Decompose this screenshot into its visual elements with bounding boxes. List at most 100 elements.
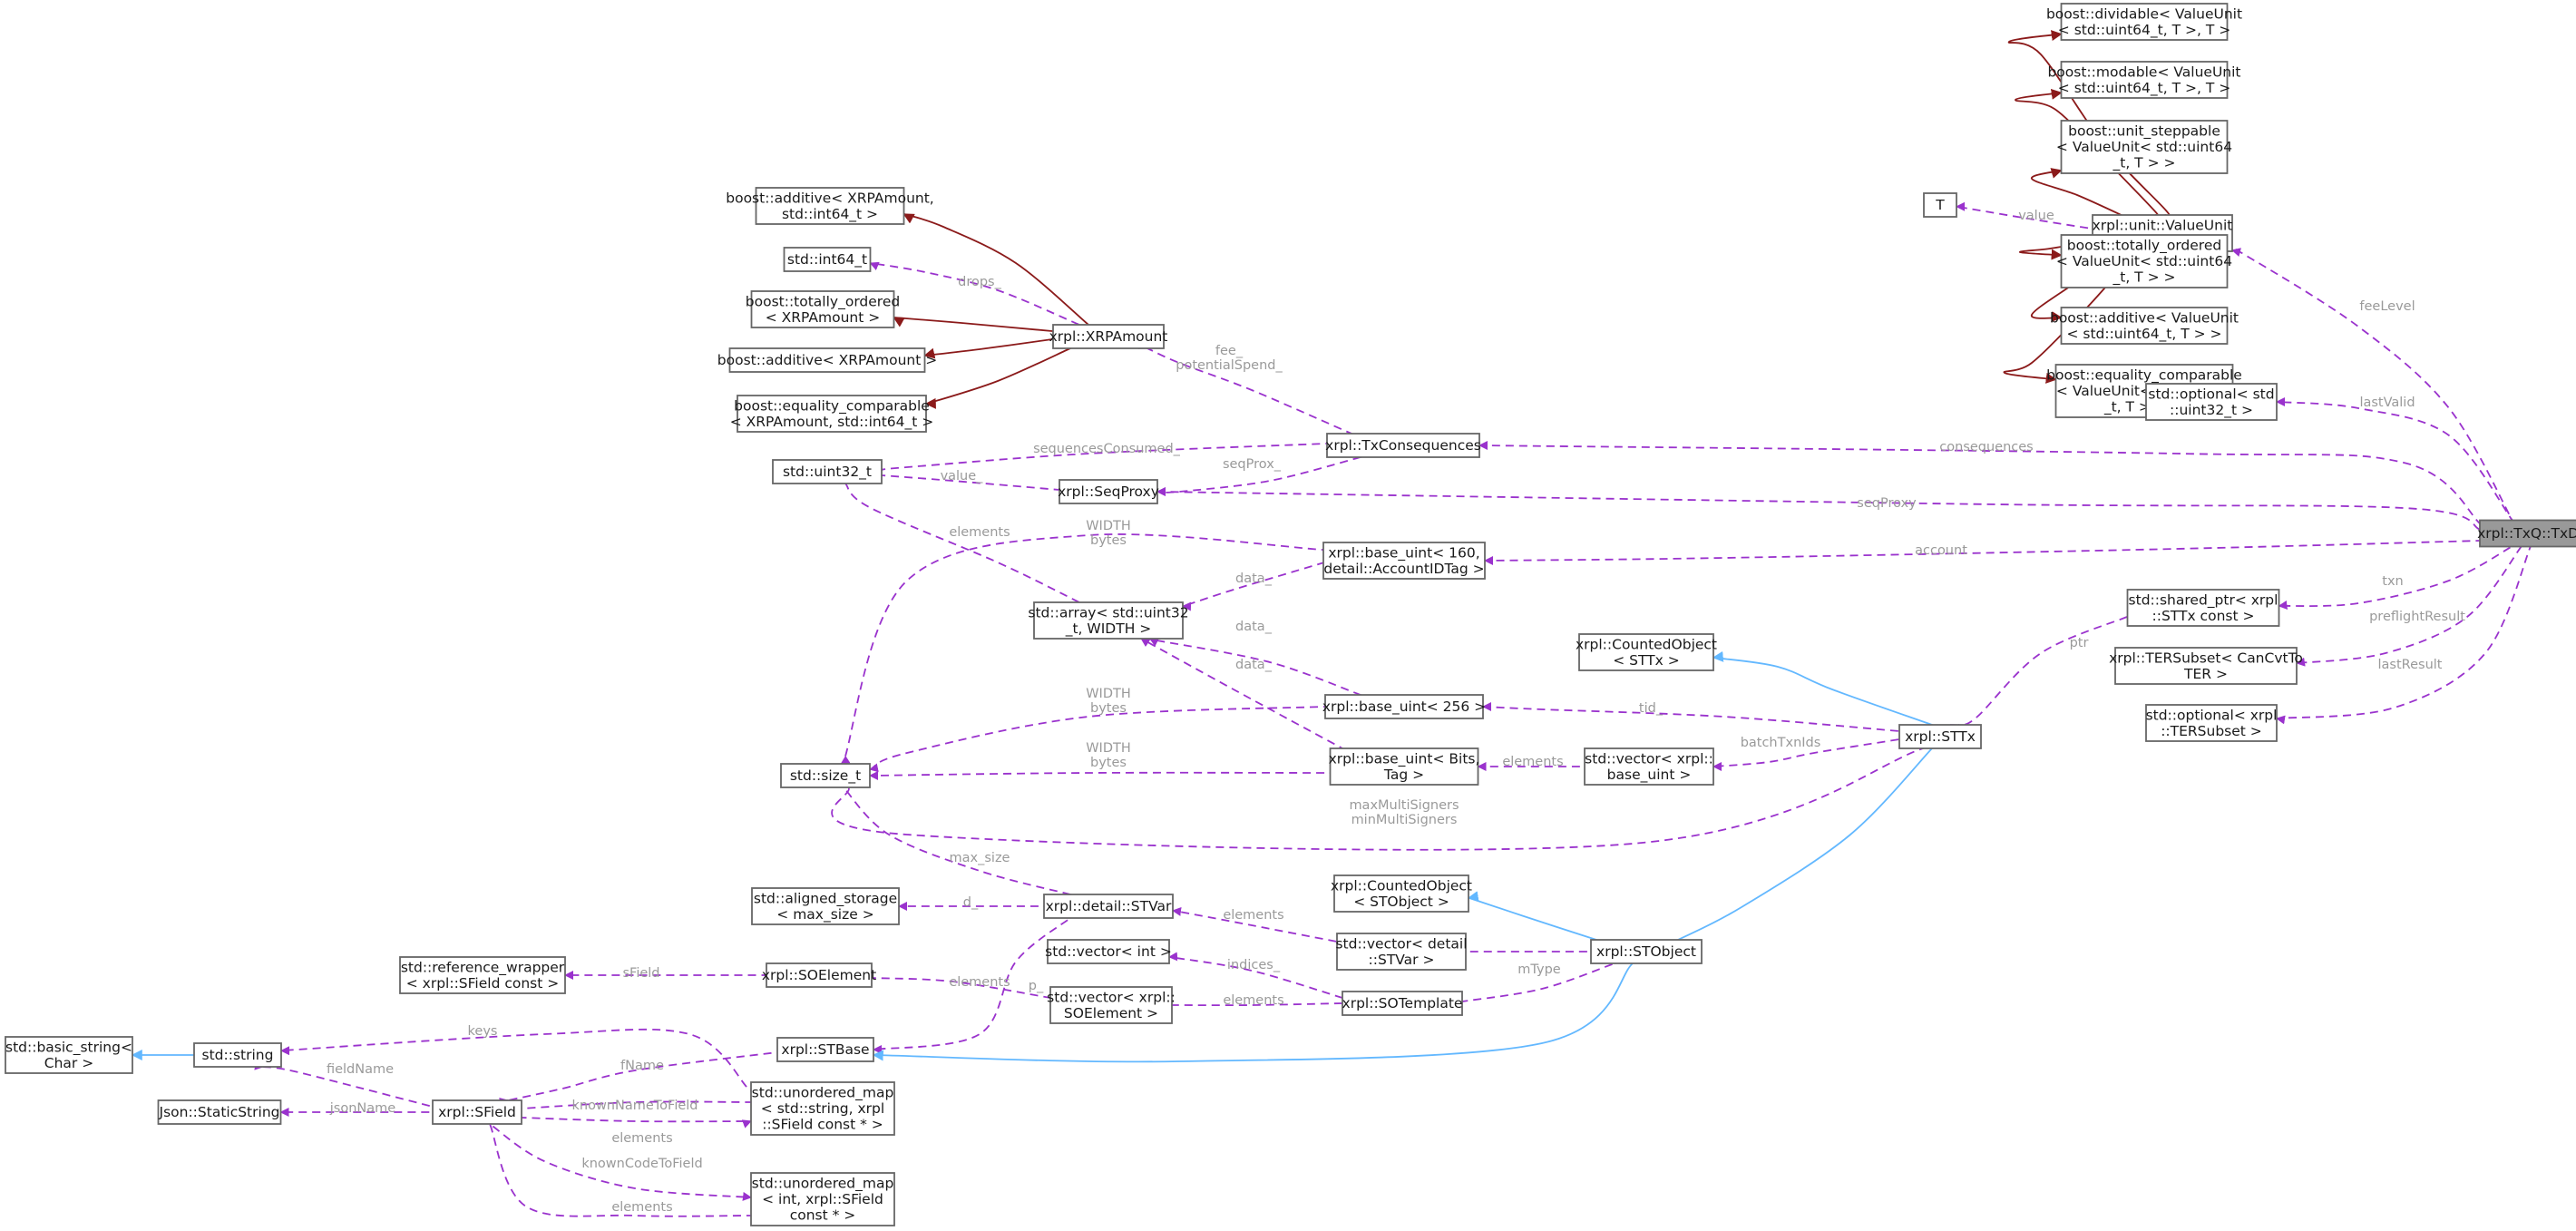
edge-base_uint_bits-to-size_t [854,771,1349,781]
edge-label: elements [1502,755,1563,769]
edge-label: knownNameToField [571,1099,698,1113]
class-node-label: xrpl::TxQ::TxDetails [2477,525,2576,542]
edge-label: fee_potentialSpend_ [1176,344,1283,373]
class-node-opt-ter[interactable]: std::optional< xrpl::TERSubset > [2145,704,2278,742]
class-node-label: xrpl::STTx [1905,728,1976,745]
edge-xrpamount-to-additive_xrp [900,212,1095,330]
class-node-label: std::int64_t [787,251,867,269]
edge-label: fieldName [327,1062,394,1077]
class-node-modable[interactable]: boost::modable< ValueUnit< std::uint64_t… [2047,61,2241,99]
class-node-vector-base-uint[interactable]: std::vector< xrpl::base_uint > [1584,747,1714,786]
class-node-additive-xrp2[interactable]: boost::additive< XRPAmount > [717,347,937,373]
class-node-stbase[interactable]: xrpl::STBase [776,1037,874,1062]
class-node-std-string[interactable]: std::string [193,1042,282,1068]
class-node-eq-comp-xrp[interactable]: boost::equality_comparable< XRPAmount, s… [730,395,934,433]
edge-stvar-to-size_t [834,778,1078,897]
class-node-label: std::string [202,1047,274,1063]
class-node-shared-ptr[interactable]: std::shared_ptr< xrpl::STTx const > [2126,589,2280,627]
class-node-txconsequences[interactable]: xrpl::TxConsequences [1325,433,1481,458]
class-node-label: std::unordered_map< std::string, xrpl::S… [752,1085,894,1133]
class-node-soelement[interactable]: xrpl::SOElement [762,962,876,988]
class-node-sfield[interactable]: xrpl::SField [432,1099,522,1125]
edge-sttx-to-counted_sttx [1708,650,1940,728]
class-node-stobject[interactable]: xrpl::STObject [1590,939,1703,964]
edge-label: sField [622,966,659,981]
class-node-unit-steppable[interactable]: boost::unit_steppable< ValueUnit< std::u… [2056,120,2232,174]
class-node-vector-soelement[interactable]: std::vector< xrpl::SOElement > [1047,986,1176,1024]
edge-label: lastValid [2359,396,2415,410]
class-node-label: boost::totally_ordered< XRPAmount > [746,293,900,326]
edge-xrpamount-to-additive_xrp2 [920,337,1059,359]
edge-sttx-to-size_t [831,740,1946,851]
edge-label: keys [468,1024,498,1039]
edge-label: data_ [1235,572,1273,586]
class-node-additive-xrp[interactable]: boost::additive< XRPAmount,std::int64_t … [726,187,934,225]
edge-base_uint256-to-size_t [866,705,1343,773]
class-node-int64[interactable]: std::int64_t [783,247,872,272]
edge-label: seqProx_ [1223,457,1282,472]
edge-label: ptr [2070,636,2089,650]
class-node-label: std::array< std::uint32_t, WIDTH > [1028,604,1188,638]
class-node-txdetails[interactable]: xrpl::TxQ::TxDetails [2477,519,2576,548]
class-node-opt-uint32[interactable]: std::optional< std::uint32_t > [2145,383,2278,421]
class-node-base-uint-bits[interactable]: xrpl::base_uint< Bits,Tag > [1329,747,1480,786]
class-node-label: std::optional< xrpl::TERSubset > [2146,707,2278,739]
class-node-base-uint256[interactable]: xrpl::base_uint< 256 > [1322,694,1486,719]
edge-shared_ptr-to-sttx [1949,613,2135,733]
edge-stobject-to-counted_stobject [1464,891,1603,943]
class-node-label: std::aligned_storage< max_size > [754,890,897,923]
class-node-label: boost::equality_comparable< XRPAmount, s… [730,397,934,431]
edge-base_uint_bits-to-std_array [1135,634,1351,754]
class-node-counted-stobject[interactable]: xrpl::CountedObject< STObject > [1331,874,1472,913]
class-node-additive-vu[interactable]: boost::additive< ValueUnit< std::uint64_… [2050,307,2239,345]
class-node-aligned-storage[interactable]: std::aligned_storage< max_size > [751,887,900,925]
class-node-label: xrpl::detail::STVar [1046,898,1172,914]
class-node-std-array[interactable]: std::array< std::uint32_t, WIDTH > [1028,601,1189,640]
class-node-sotemplate[interactable]: xrpl::SOTemplate [1342,991,1463,1016]
class-node-seqproxy[interactable]: xrpl::SeqProxy [1058,479,1159,504]
class-node-tot-ord-vu[interactable]: boost::totally_ordered< ValueUnit< std::… [2056,234,2232,288]
edge-umap_string-to-std_string [262,1028,755,1094]
edge-label: data_ [1235,658,1273,672]
class-node-size-t[interactable]: std::size_t [780,763,871,788]
edge-label: fName [620,1059,664,1073]
class-node-label: boost::modable< ValueUnit< std::uint64_t… [2047,64,2240,97]
edge-label: batchTxnIds [1741,736,1821,750]
class-node-static-string[interactable]: Json::StaticString [157,1099,282,1125]
class-node-label: boost::unit_steppable< ValueUnit< std::u… [2056,123,2232,172]
class-node-umap-string[interactable]: std::unordered_map< std::string, xrpl::S… [750,1081,895,1136]
class-node-sttx[interactable]: xrpl::STTx [1898,724,1982,749]
class-node-label: xrpl::base_uint< 160,detail::AccountIDTa… [1323,544,1484,577]
class-node-label: xrpl::CountedObject< STTx > [1576,636,1717,669]
edge-stobject-to-stbase [851,956,1641,1063]
class-node-dividable[interactable]: boost::dividable< ValueUnit< std::uint64… [2046,3,2242,41]
class-node-label: std::optional< std::uint32_t > [2148,386,2274,419]
class-node-label: std::vector< xrpl::base_uint > [1585,750,1713,784]
edge-label: feeLevel [2359,299,2415,314]
class-node-uint32[interactable]: std::uint32_t [772,459,883,484]
class-node-vector-stvar[interactable]: std::vector< detail::STVar > [1335,933,1468,971]
edge-label: p_ [1029,979,1044,993]
class-node-label: std::reference_wrapper< xrpl::SField con… [401,959,565,992]
edge-txdetails-to-opt_uint32 [2270,396,2518,528]
class-node-counted-sttx[interactable]: xrpl::CountedObject< STTx > [1576,633,1717,671]
class-node-base-uint160[interactable]: xrpl::base_uint< 160,detail::AccountIDTa… [1322,542,1486,580]
class-node-T[interactable]: T [1923,192,1957,218]
class-node-label: xrpl::SOTemplate [1342,995,1463,1011]
class-node-xrpamount[interactable]: xrpl::XRPAmount [1049,324,1168,349]
edge-label: value_ [941,469,984,484]
edge-label: seqProxy [1857,496,1917,511]
class-node-basic-string[interactable]: std::basic_string<Char > [5,1036,133,1074]
class-node-ref-wrapper[interactable]: std::reference_wrapper< xrpl::SField con… [399,956,566,994]
class-node-vector-int[interactable]: std::vector< int > [1045,939,1172,964]
edge-txdetails-to-base_uint160 [1467,539,2503,566]
edge-label: tid_ [1639,701,1664,716]
class-node-stvar[interactable]: xrpl::detail::STVar [1043,894,1174,919]
class-node-tot-ord-xrp[interactable]: boost::totally_ordered< XRPAmount > [746,290,900,328]
